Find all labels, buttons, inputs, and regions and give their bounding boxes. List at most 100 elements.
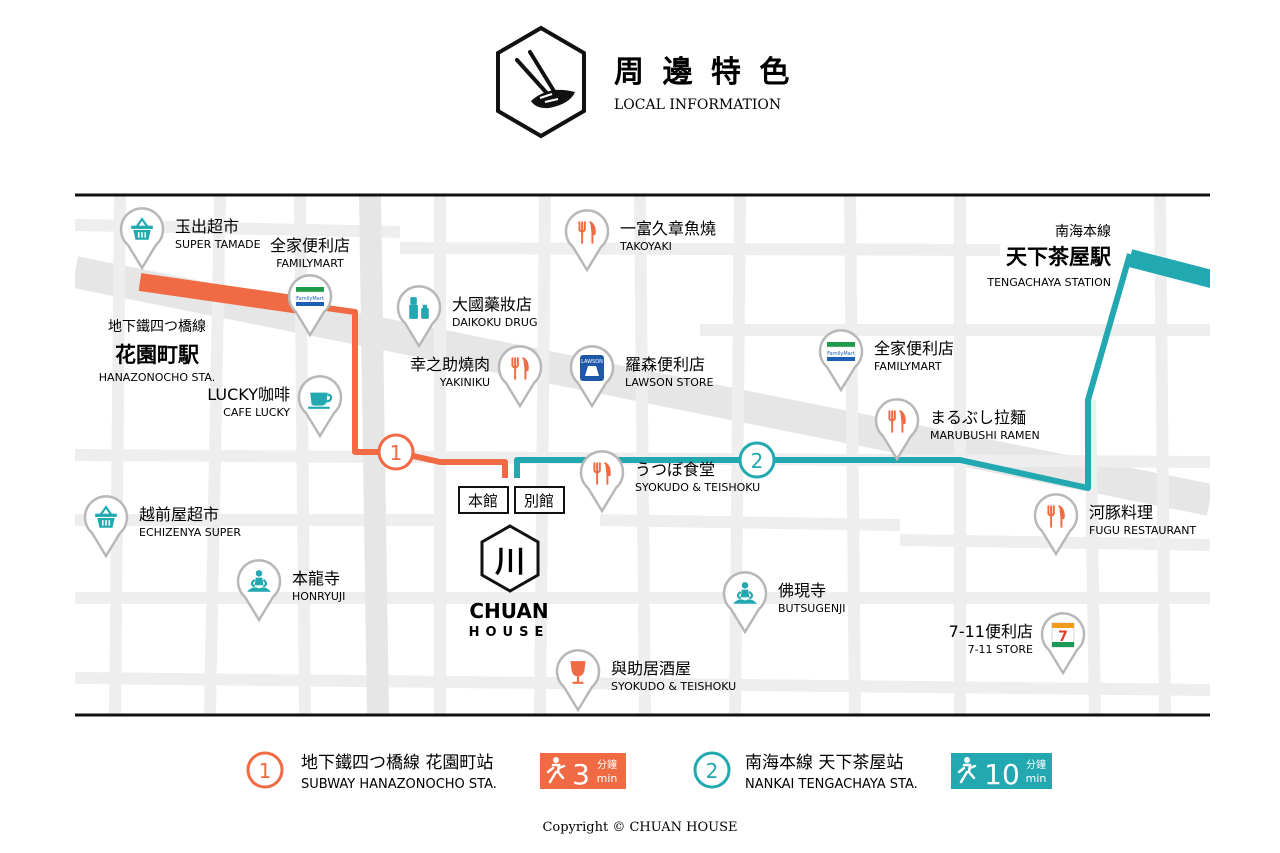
poi-echizenya[interactable]: 越前屋超市 ECHIZENYA SUPER <box>83 495 241 559</box>
main-building-box <box>458 486 509 514</box>
poi-name-en: YAKINIKU <box>439 376 490 389</box>
legend-station-en: NANKAI TENGACHAYA STA. <box>745 777 918 792</box>
poi-yakiniku[interactable]: 幸之助燒肉 YAKINIKU <box>410 345 543 409</box>
poi-name-en: 7-11 STORE <box>968 643 1033 656</box>
annex-label: 別館 <box>524 492 554 510</box>
poi-name-zh: 幸之助燒肉 <box>410 355 490 374</box>
poi-butsugenji[interactable]: 佛現寺 BUTSUGENJI <box>722 571 846 635</box>
chuan-brand: CHUAN <box>469 599 548 623</box>
poi-name-en: BUTSUGENJI <box>778 602 846 615</box>
poi-name-en: FAMILYMART <box>874 360 942 373</box>
annex-box <box>514 486 565 514</box>
poi-name-zh: 全家便利店 <box>270 236 350 255</box>
poi-name-en: ECHIZENYA SUPER <box>139 526 241 539</box>
svg-text:1: 1 <box>390 441 403 465</box>
poi-name-zh: 全家便利店 <box>874 339 954 358</box>
poi-name-en: TAKOYAKI <box>619 240 672 253</box>
svg-text:min: min <box>597 772 618 785</box>
poi-name-zh: 7-11便利店 <box>949 622 1033 641</box>
poi-takoyaki[interactable]: 一富久章魚燒 TAKOYAKI <box>564 209 716 273</box>
poi-marubushi[interactable]: まるぶし拉麵 MARUBUSHI RAMEN <box>874 398 1040 462</box>
svg-text:TENGACHAYA STATION: TENGACHAYA STATION <box>986 276 1111 289</box>
walk-time-badge: 3 分鐘 min <box>540 753 626 791</box>
poi-cafe-lucky[interactable]: LUCKY咖啡 CAFE LUCKY <box>207 375 343 439</box>
legend: 1 地下鐵四つ橋線 花園町站 SUBWAY HANAZONOCHO STA. 3… <box>246 751 1052 792</box>
main-building-label: 本館 <box>468 492 498 510</box>
header: 周 邊 特 色 LOCAL INFORMATION <box>496 25 789 139</box>
hotel-chuan-house[interactable]: 本館 別館 川 CHUAN HOUSE <box>458 486 565 640</box>
chuan-logo-glyph: 川 <box>495 545 525 580</box>
poi-name-en: SYOKUDO & TEISHOKU <box>611 680 736 693</box>
poi-seven-eleven[interactable]: 7 7-11便利店 7-11 STORE <box>949 612 1086 676</box>
walk-time-badge: 10 分鐘 min <box>951 753 1052 791</box>
walking-person-icon <box>546 757 566 784</box>
svg-text:2: 2 <box>751 449 764 473</box>
poi-name-zh: 越前屋超市 <box>139 505 219 524</box>
svg-text:7: 7 <box>1058 629 1068 645</box>
svg-text:花園町駅: 花園町駅 <box>115 343 200 367</box>
map-pin-icon <box>874 398 920 462</box>
svg-text:min: min <box>1026 772 1047 785</box>
poi-daikoku-drug[interactable]: 大國藥妝店 DAIKOKU DRUG <box>396 285 537 349</box>
walking-person-icon <box>957 757 977 784</box>
poi-name-zh: 玉出超市 <box>175 217 239 236</box>
header-logo-icon <box>496 25 586 139</box>
familymart-logo-icon: FamilyMart <box>826 342 856 361</box>
poi-familymart-1[interactable]: FamilyMart 全家便利店 FAMILYMART <box>270 236 350 338</box>
poi-name-zh: 佛現寺 <box>778 581 826 600</box>
poi-name-en: FAMILYMART <box>276 257 344 270</box>
route-marker-1[interactable]: 1 <box>377 433 415 471</box>
map-pin-icon <box>579 450 625 514</box>
station-hanazonocho[interactable]: 地下鐵四つ橋線 花園町駅 HANAZONOCHO STA. <box>99 318 215 384</box>
poi-name-en: FUGU RESTAURANT <box>1089 524 1196 537</box>
poi-layer: 玉出超市 SUPER TAMADE FamilyMart 全家便利店 FAMILYMAR… <box>83 207 1196 713</box>
legend-number: 2 <box>706 759 719 783</box>
poi-fugu[interactable]: 河豚料理 FUGU RESTAURANT <box>1033 493 1196 557</box>
poi-name-zh: 大國藥妝店 <box>452 295 532 314</box>
legend-station-en: SUBWAY HANAZONOCHO STA. <box>301 777 497 792</box>
map-pin-icon <box>396 285 442 349</box>
poi-name-en: MARUBUSHI RAMEN <box>930 429 1040 442</box>
map-pin-icon <box>1033 493 1079 557</box>
poi-name-zh: LUCKY咖啡 <box>207 385 290 404</box>
svg-text:地下鐵四つ橋線: 地下鐵四つ橋線 <box>108 318 206 335</box>
poi-name-zh: うつぼ食堂 <box>635 460 715 479</box>
poi-name-en: LAWSON STORE <box>625 376 714 389</box>
lawson-logo-icon: LAWSON <box>580 355 604 381</box>
svg-text:LAWSON: LAWSON <box>581 359 603 365</box>
poi-yosuke-izakaya[interactable]: 與助居酒屋 SYOKUDO & TEISHOKU <box>555 649 736 713</box>
poi-name-en: CAFE LUCKY <box>223 406 290 419</box>
legend-number: 1 <box>259 759 272 783</box>
poi-name-zh: まるぶし拉麵 <box>930 408 1026 427</box>
seven-eleven-logo-icon: 7 <box>1051 622 1075 648</box>
svg-text:HANAZONOCHO STA.: HANAZONOCHO STA. <box>99 371 215 384</box>
poi-lawson[interactable]: LAWSON 羅森便利店 LAWSON STORE <box>569 345 714 409</box>
poi-name-en: SUPER TAMADE <box>175 238 261 251</box>
poi-name-zh: 河豚料理 <box>1089 503 1153 522</box>
poi-name-zh: 本龍寺 <box>292 569 340 588</box>
route-marker-2[interactable]: 2 <box>738 441 776 479</box>
walk-minutes: 10 <box>984 758 1020 791</box>
svg-text:FamilyMart: FamilyMart <box>296 296 324 302</box>
svg-text:分鐘: 分鐘 <box>1026 758 1046 771</box>
poi-name-zh: 羅森便利店 <box>625 355 705 374</box>
svg-text:FamilyMart: FamilyMart <box>827 351 855 357</box>
map-pin-icon <box>564 209 610 273</box>
poi-name-zh: 與助居酒屋 <box>611 659 691 678</box>
poi-name-en: DAIKOKU DRUG <box>452 316 537 329</box>
map-area[interactable]: 1 2 地下鐵四つ橋線 花園町駅 HANAZONOCHO STA. 南海本線 天… <box>75 193 1215 717</box>
poi-familymart-2[interactable]: FamilyMart 全家便利店 FAMILYMART <box>818 329 954 393</box>
svg-text:南海本線: 南海本線 <box>1055 224 1111 240</box>
chuan-house-logo-icon <box>480 524 540 593</box>
page-subtitle: LOCAL INFORMATION <box>614 97 781 113</box>
legend-item-2[interactable]: 2 南海本線 天下茶屋站 NANKAI TENGACHAYA STA. 10 分… <box>693 751 1052 792</box>
poi-super-tamade[interactable]: 玉出超市 SUPER TAMADE <box>119 207 261 271</box>
station-tengachaya[interactable]: 南海本線 天下茶屋駅 TENGACHAYA STATION <box>986 224 1112 289</box>
poi-name-zh: 一富久章魚燒 <box>620 219 716 238</box>
map-pin-icon <box>497 345 543 409</box>
copyright: Copyright © CHUAN HOUSE <box>542 820 737 835</box>
legend-item-1[interactable]: 1 地下鐵四つ橋線 花園町站 SUBWAY HANAZONOCHO STA. 3… <box>246 751 626 792</box>
